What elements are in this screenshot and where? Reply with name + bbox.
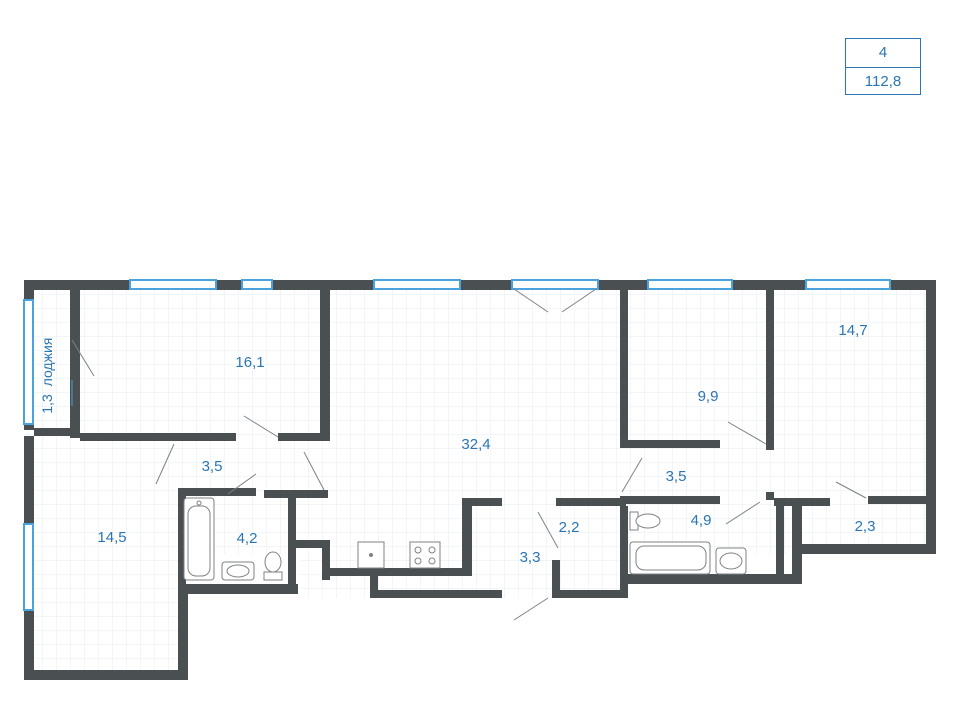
hall-2-area: 3,5 [666, 468, 687, 485]
bath-1-area: 4,2 [237, 530, 258, 547]
bathtub-2-icon [629, 541, 711, 575]
window-living-right [511, 279, 599, 290]
sink-icon [221, 561, 255, 581]
fixtures [183, 497, 747, 581]
sink-kitchen-icon [357, 541, 385, 569]
stove-icon [409, 541, 441, 569]
bathtub-icon [183, 497, 215, 581]
window-bedroom-3 [805, 279, 891, 290]
apartment-summary-badge: 4 112,8 [845, 38, 921, 95]
window-living-left [373, 279, 461, 290]
sink-2-icon [715, 547, 747, 575]
storage-2-area: 2,3 [855, 518, 876, 535]
toilet-icon [263, 551, 283, 581]
window-loggia [23, 299, 34, 425]
doors [71, 288, 867, 621]
total-area: 112,8 [864, 73, 902, 90]
corridor-area: 3,3 [520, 549, 541, 566]
windows [23, 279, 891, 611]
bedroom-3-area: 14,7 [838, 322, 867, 339]
bath-2-area: 4,9 [691, 512, 712, 529]
window-bedroom-2 [647, 279, 733, 290]
living-kitchen-area: 32,4 [461, 436, 490, 453]
interior-walls [34, 280, 928, 598]
storage-1-area: 2,2 [559, 519, 580, 536]
room-labels: лоджия 1,3 16,1 32,4 9,9 14,7 14,5 3,5 4… [39, 322, 875, 566]
rooms-count: 4 [846, 39, 920, 68]
window-bedroom-1 [129, 279, 217, 290]
loggia-area: 1,3 [39, 394, 55, 414]
bedroom-2-area: 9,9 [698, 388, 719, 405]
floor-grid [24, 282, 936, 680]
bedroom-1-area: 16,1 [235, 354, 264, 371]
window-bedroom-4 [23, 523, 34, 611]
hall-1-area: 3,5 [202, 458, 223, 475]
toilet-2-icon [629, 511, 661, 531]
bedroom-4-area: 14,5 [97, 529, 126, 546]
loggia-label: лоджия [39, 338, 55, 387]
window-bedroom-1b [241, 279, 273, 290]
